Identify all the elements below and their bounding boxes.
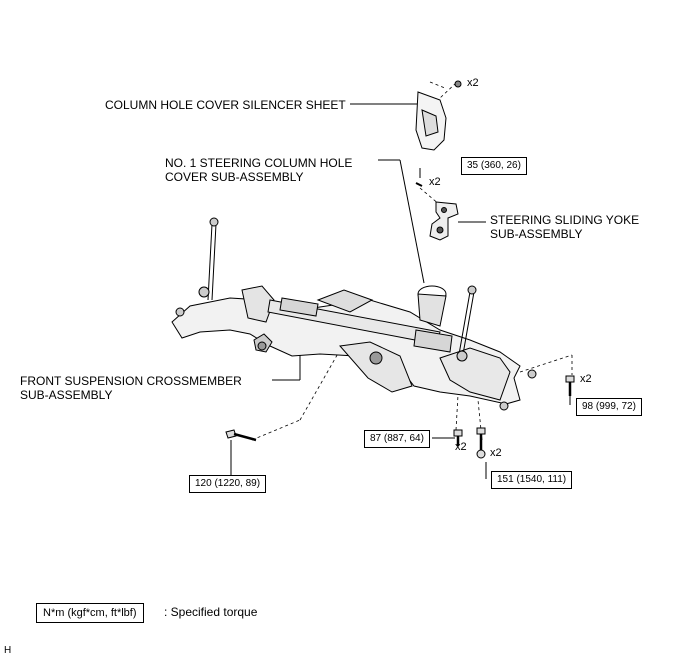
bolt-drawings [225, 375, 575, 459]
legend-unit-box: N*m (kgf*cm, ft*lbf) [36, 603, 144, 623]
yoke-label-line1: STEERING SLIDING YOKE [490, 213, 640, 227]
quantity-top: x2 [467, 77, 479, 89]
torque-box-120: 120 (1220, 89) [189, 475, 267, 493]
silencer-sheet-label: COLUMN HOLE COVER SILENCER SHEET [105, 98, 346, 112]
hole-cover-label-line2: COVER SUB-ASSEMBLY [165, 170, 304, 184]
sliding-yoke-drawing [415, 182, 459, 241]
legend-description: : Specified torque [164, 605, 258, 619]
quantity-right: x2 [580, 373, 592, 385]
torque-box-87: 87 (887, 64) [364, 430, 430, 448]
torque-box-35: 35 (360, 26) [461, 157, 527, 175]
yoke-label-line2: SUB-ASSEMBLY [490, 227, 583, 241]
torque-box-151: 151 (1540, 111) [491, 471, 573, 489]
crossmember-drawing [171, 217, 537, 411]
crossmember-label-line1: FRONT SUSPENSION CROSSMEMBER [20, 374, 242, 388]
corner-code: H [4, 645, 12, 656]
torque-box-98: 98 (999, 72) [576, 398, 642, 416]
quantity-yoke-bolt: x2 [429, 176, 441, 188]
hole-cover-label-line1: NO. 1 STEERING COLUMN HOLE [165, 156, 353, 170]
quantity-87: x2 [455, 441, 467, 453]
crossmember-label-line2: SUB-ASSEMBLY [20, 388, 113, 402]
quantity-151: x2 [490, 447, 502, 459]
silencer-sheet-drawing [415, 80, 462, 151]
